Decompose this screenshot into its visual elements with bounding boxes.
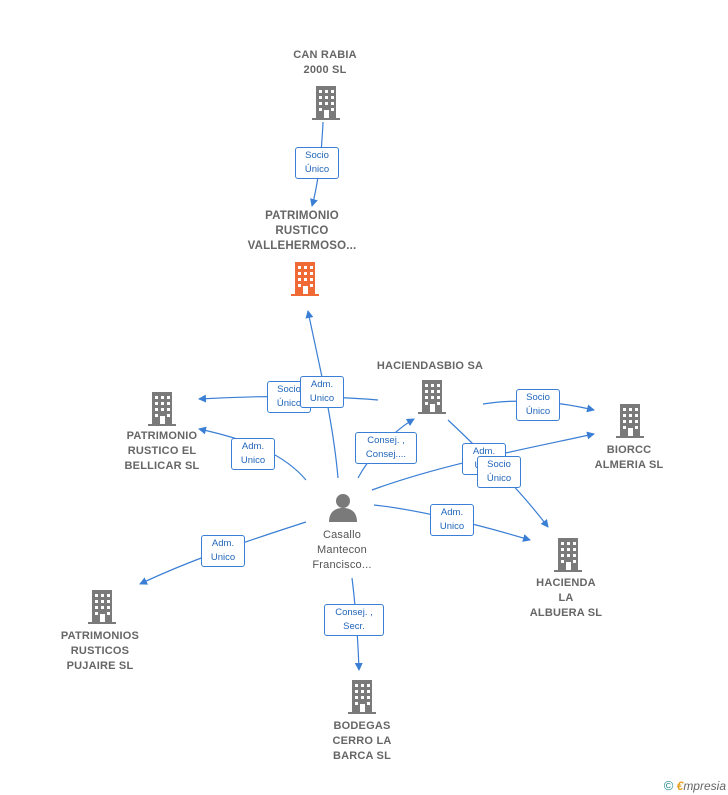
building-icon-albuera[interactable] <box>552 536 584 572</box>
relation-badge-line: Socio <box>277 384 301 395</box>
node-label-line: 2000 SL <box>303 64 347 76</box>
node-label-line: CAN RABIA <box>293 49 357 61</box>
relation-badge-line: Único <box>525 406 551 417</box>
node-label-person[interactable]: Casallo Mantecon Francisco... <box>292 528 392 573</box>
node-label-line: ALMERIA SL <box>594 459 664 471</box>
node-label-line: LA <box>558 592 574 604</box>
relation-badge-line: Único <box>486 473 512 484</box>
relation-badge-line: Secr. <box>343 621 365 632</box>
node-label-line: CERRO LA <box>332 735 392 747</box>
relation-badge-line: Adm. <box>440 507 464 518</box>
node-label-line: BARCA SL <box>332 750 392 762</box>
relation-badge-line: Adm. <box>472 446 496 457</box>
copyright-icon: © <box>663 778 674 793</box>
relation-badge-line: Consej. , <box>367 435 405 446</box>
relation-badge-line: Unico <box>439 521 465 532</box>
node-label-line: RUSTICOS <box>70 645 130 657</box>
relation-badge[interactable]: Adm. Unico <box>231 438 275 470</box>
building-icon-main[interactable] <box>288 260 322 296</box>
node-label-bodegas[interactable]: BODEGAS CERRO LA BARCA SL <box>316 719 408 764</box>
node-label-main[interactable]: PATRIMONIO RUSTICO VALLEHERMOSO... <box>232 209 372 254</box>
relation-badge-line: Único <box>276 398 302 409</box>
relation-badge[interactable]: Socio Único <box>516 389 560 421</box>
node-label-line: Mantecon <box>317 544 367 556</box>
node-label-line: BIORCC <box>606 444 652 456</box>
relation-badge[interactable]: Adm. Unico <box>430 504 474 536</box>
building-icon-bellicar[interactable] <box>146 390 178 426</box>
node-label-line: PUJAIRE SL <box>66 660 134 672</box>
relation-badge-line: Adm. <box>211 538 235 549</box>
node-label-line: ALBUERA SL <box>529 607 603 619</box>
relation-badge-line: Unico <box>210 552 236 563</box>
relation-badge-line: Adm. <box>310 379 334 390</box>
brand-logo-initial: € <box>676 779 684 793</box>
relation-badge[interactable]: Socio Único <box>295 147 339 179</box>
node-label-haciendasbio[interactable]: HACIENDASBIO SA <box>370 359 490 374</box>
node-label-pujaire[interactable]: PATRIMONIOS RUSTICOS PUJAIRE SL <box>50 629 150 674</box>
node-label-line: PATRIMONIOS <box>60 630 140 642</box>
relation-badge[interactable]: Socio Único <box>477 456 521 488</box>
relation-badge-line: Consej. , <box>335 607 373 618</box>
building-icon-bodegas[interactable] <box>346 678 378 714</box>
node-label-albuera[interactable]: HACIENDA LA ALBUERA SL <box>518 576 614 621</box>
node-label-line: BELLICAR SL <box>124 460 200 472</box>
node-label-biorcc[interactable]: BIORCC ALMERIA SL <box>580 443 678 473</box>
node-label-line: RUSTICO EL <box>127 445 197 457</box>
relation-badge[interactable]: Consej. , Secr. <box>324 604 384 636</box>
relation-badge-line: Consej.... <box>365 449 407 460</box>
node-label-line: RUSTICO <box>275 225 329 237</box>
node-label-can-rabia[interactable]: CAN RABIA 2000 SL <box>275 48 375 78</box>
relation-badge-line: Unico <box>309 393 335 404</box>
relation-badge-line: Unico <box>240 455 266 466</box>
node-label-line: Francisco... <box>312 559 372 571</box>
node-label-line: PATRIMONIO <box>265 210 339 222</box>
relation-badge-line: Socio <box>487 459 511 470</box>
relation-badge-line: Socio <box>526 392 550 403</box>
relation-badge-line: Adm. <box>241 441 265 452</box>
building-icon-biorcc[interactable] <box>614 402 646 438</box>
building-icon-haciendasbio[interactable] <box>416 378 448 414</box>
brand-logo-text: mpresia <box>683 779 726 793</box>
relation-badge[interactable]: Adm. Unico <box>300 376 344 408</box>
node-label-line: VALLEHERMOSO... <box>247 240 357 252</box>
node-label-line: BODEGAS <box>333 720 391 732</box>
person-icon[interactable] <box>327 492 359 522</box>
building-icon-pujaire[interactable] <box>86 588 118 624</box>
node-label-line: Casallo <box>322 529 362 541</box>
relation-badge[interactable]: Adm. Unico <box>201 535 245 567</box>
node-label-line: PATRIMONIO <box>126 430 198 442</box>
relation-badge[interactable]: Consej. , Consej.... <box>355 432 417 464</box>
node-label-bellicar[interactable]: PATRIMONIO RUSTICO EL BELLICAR SL <box>110 429 214 474</box>
brand-footer[interactable]: © €mpresia <box>664 778 726 793</box>
building-icon-can-rabia[interactable] <box>310 84 342 120</box>
node-label-line: HACIENDASBIO SA <box>376 360 484 372</box>
relation-badge-line: Único <box>304 164 330 175</box>
relation-badge-line: Socio <box>305 150 329 161</box>
node-label-line: HACIENDA <box>536 577 596 589</box>
